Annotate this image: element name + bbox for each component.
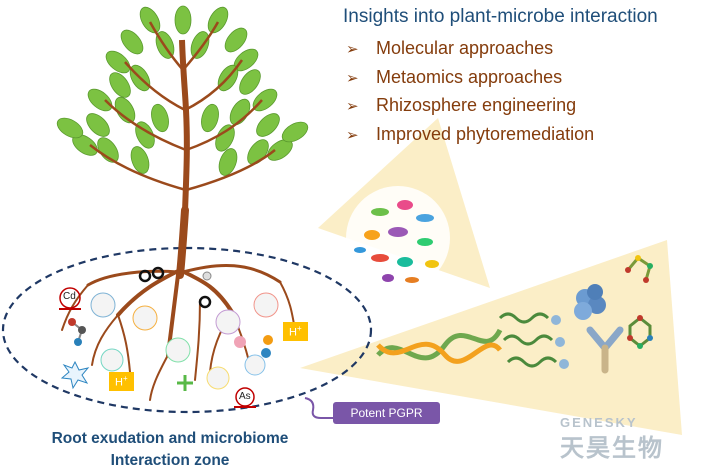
rna-strands xyxy=(498,312,569,369)
leaf xyxy=(105,50,131,74)
leaf xyxy=(224,27,248,53)
arsenic-marker xyxy=(234,387,256,408)
leaf xyxy=(174,5,192,35)
rhizosphere-zone-outline xyxy=(1,246,373,414)
approach-label: Improved phytoremediation xyxy=(376,123,595,144)
zone-label-line2: Interaction zone xyxy=(110,452,230,469)
leaf xyxy=(86,113,110,137)
leaf xyxy=(239,69,261,95)
genesky-watermark: GENESKY 天昊生物 xyxy=(560,415,664,463)
green-plus-icon xyxy=(177,375,193,391)
potent-pgpr-callout: Potent PGPR xyxy=(333,402,440,424)
leaf xyxy=(130,146,150,174)
interaction-zone-label: Root exudation and microbiome Interactio… xyxy=(20,428,320,472)
approach-item: ➢ Rhizosphere engineering xyxy=(346,91,594,120)
approach-item: ➢ Metaomics approaches xyxy=(346,63,594,92)
proton-badge: H+ xyxy=(109,372,134,391)
microbe-cluster xyxy=(346,186,450,290)
watermark-cn: 天昊生物 xyxy=(560,435,664,462)
leaf xyxy=(201,103,219,133)
insights-heading: Insights into plant-microbe interaction xyxy=(343,6,658,27)
star-burst-icon xyxy=(60,360,90,390)
approach-item: ➢ Improved phytoremediation xyxy=(346,120,594,149)
cadmium-label: Cd xyxy=(63,291,76,302)
leaf xyxy=(109,72,131,98)
arrow-bullet-icon: ➢ xyxy=(346,126,359,144)
arrow-bullet-icon: ➢ xyxy=(346,98,359,115)
approach-label: Molecular approaches xyxy=(376,38,554,58)
leaf xyxy=(151,103,169,133)
arrow-bullet-icon: ➢ xyxy=(346,69,359,87)
approach-item: ➢ Molecular approaches xyxy=(346,34,594,63)
metabolite-molecules xyxy=(625,255,653,349)
pgpr-connector xyxy=(304,397,333,419)
leaf xyxy=(190,31,210,59)
cadmium-marker xyxy=(59,287,81,310)
leaf xyxy=(256,113,280,137)
leaf xyxy=(87,88,113,112)
protein-cluster xyxy=(574,284,606,320)
approach-list: ➢ Molecular approaches ➢ Metaomics approac… xyxy=(346,34,594,148)
pollutant-molecule-icon xyxy=(68,318,86,346)
zone-label-line1: Root exudation and microbiome xyxy=(51,430,289,447)
arsenic-label: As xyxy=(239,391,251,402)
leaf xyxy=(120,29,144,55)
leaf xyxy=(218,148,238,176)
leaf xyxy=(139,6,161,34)
approach-label: Metaomics approaches xyxy=(376,66,563,87)
arrow-bullet-icon: ➢ xyxy=(346,41,359,58)
leaf xyxy=(281,121,309,143)
dna-helix xyxy=(376,328,503,364)
watermark-en: GENESKY xyxy=(560,415,638,430)
proton-badge: H+ xyxy=(283,322,308,341)
plant-branches xyxy=(89,21,276,192)
antibody-icon xyxy=(586,326,624,374)
leaf xyxy=(56,117,84,139)
root-nodules xyxy=(138,266,212,309)
leaf xyxy=(207,6,229,34)
microbe-colonies xyxy=(90,292,279,390)
approach-label: Rhizosphere engineering xyxy=(376,95,577,115)
